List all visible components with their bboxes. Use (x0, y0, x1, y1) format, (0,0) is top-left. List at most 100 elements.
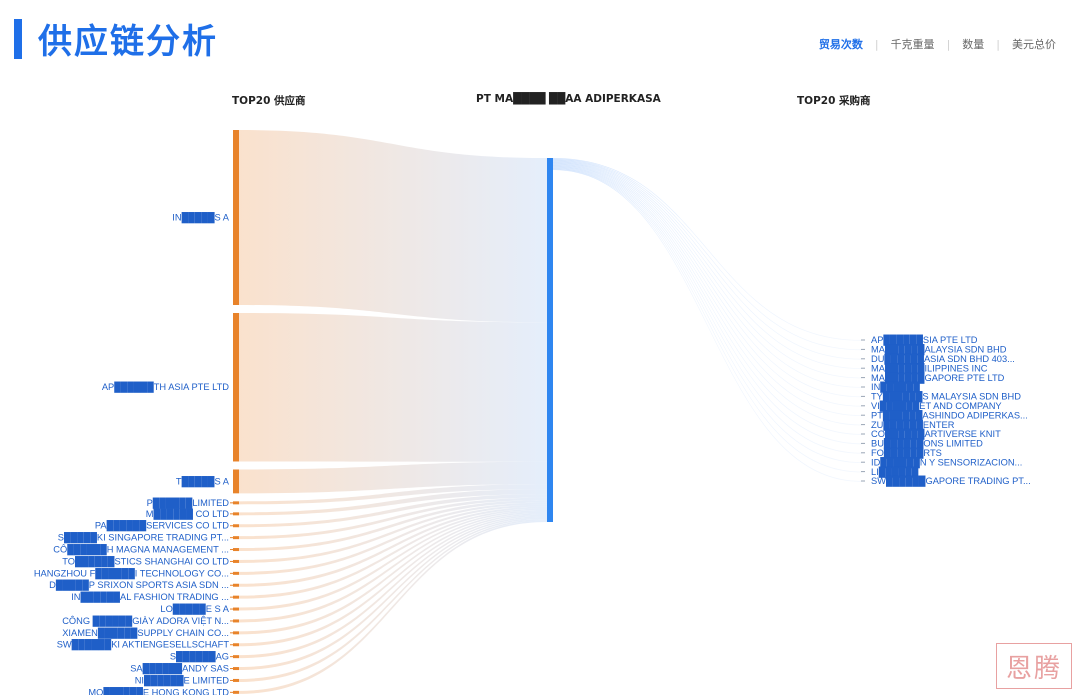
supplier-node[interactable] (233, 501, 239, 505)
buyer-flow-link (553, 160, 862, 369)
supplier-node[interactable] (233, 512, 239, 516)
tab-trade-count[interactable]: 贸易次数 (818, 38, 863, 51)
buyer-label: BU██████ONS LIMITED (871, 438, 983, 450)
supplier-label: MO██████E HONG KONG LTD (88, 686, 229, 695)
supplier-label: SA██████ANDY SAS (130, 663, 229, 675)
supplier-flow-link (239, 511, 547, 623)
buyers-column-header: TOP20 采购商 (797, 95, 871, 107)
supplier-label: S██████AG (170, 651, 229, 663)
buyer-label: DU██████ASIA SDN BHD 403... (871, 353, 1015, 365)
buyer-label: MA██████ILIPPINES INC (871, 362, 988, 374)
supplier-label: AP██████TH ASIA PTE LTD (102, 381, 229, 393)
tab-divider: | (996, 37, 1000, 51)
supplier-node[interactable] (233, 313, 239, 462)
buyer-label: FO██████RTS (871, 447, 942, 459)
metric-tabs: 贸易次数 | 千克重量 | 数量 | 美元总价 (817, 36, 1058, 52)
supplier-flow-link (239, 516, 547, 659)
supplier-label: CÔ██████H MAGNA MANAGEMENT ... (53, 544, 229, 556)
supplier-label: D█████P SRIXON SPORTS ASIA SDN ... (49, 579, 229, 591)
suppliers-column-header: TOP20 供应商 (232, 95, 306, 107)
supplier-label: NI██████E LIMITED (135, 674, 230, 686)
supplier-node[interactable] (233, 655, 239, 659)
buyer-label: AP██████SIA PTE LTD (871, 334, 978, 346)
supplier-flow-link (239, 519, 547, 682)
supplier-node[interactable] (233, 678, 239, 682)
supplier-flow-link (239, 506, 547, 587)
supplier-flow-link (239, 502, 547, 563)
buyer-label: TY██████S MALAYSIA SDN BHD (871, 391, 1021, 403)
buyer-label: MA██████GAPORE PTE LTD (871, 372, 1005, 384)
buyer-label: SW██████GAPORE TRADING PT... (871, 475, 1031, 487)
tab-total-usd[interactable]: 美元总价 (1012, 38, 1056, 51)
buyer-flow-link (553, 161, 862, 379)
supplier-node[interactable] (233, 631, 239, 635)
supplier-node[interactable] (233, 524, 239, 528)
supplier-node[interactable] (233, 571, 239, 575)
center-column-header: PT MA████ ██AA ADIPERKASA (476, 93, 661, 105)
supplier-label: IN██████AL FASHION TRADING ... (71, 591, 229, 603)
supplier-flow-link (239, 313, 547, 462)
tab-divider: | (874, 37, 879, 51)
watermark-stamp: 恩腾 (996, 643, 1072, 689)
supplier-node[interactable] (233, 667, 239, 671)
tab-weight-kg[interactable]: 千克重量 (890, 38, 935, 51)
buyer-flow-link (553, 164, 862, 426)
supplier-label: PA██████SERVICES CO LTD (95, 520, 229, 532)
buyer-label: MA██████ALAYSIA SDN BHD (871, 344, 1007, 356)
supplier-flow-link (239, 489, 547, 516)
tab-divider: | (946, 37, 951, 51)
buyer-label: VI██████ET AND COMPANY (871, 400, 1002, 412)
supplier-label: IN█████S A (172, 212, 230, 224)
supplier-flow-link (239, 510, 547, 611)
supplier-flow-link (239, 500, 547, 552)
supplier-flow-link (239, 504, 547, 575)
buyer-flow-link (553, 163, 862, 407)
supplier-node[interactable] (233, 619, 239, 623)
supplier-label: SW██████KI AKTIENGESELLSCHAFT (57, 639, 230, 651)
buyer-flow-link (553, 167, 862, 454)
supplier-label: S█████KI SINGAPORE TRADING PT... (58, 532, 229, 544)
buyer-label: ID██████N Y SENSORIZACION... (871, 456, 1022, 468)
buyer-flow-link (553, 166, 862, 445)
buyer-flow-link (553, 159, 862, 360)
supplier-label: LO█████E S A (160, 603, 229, 615)
supplier-label: T█████S A (176, 475, 230, 487)
supplier-node[interactable] (233, 548, 239, 552)
supplier-flow-link (239, 517, 547, 671)
supplier-node[interactable] (233, 690, 239, 694)
supplier-label: CÔNG ██████GIÀY ADORA VIỆT N... (62, 615, 229, 627)
supplier-node[interactable] (233, 607, 239, 611)
supplier-flow-link (239, 520, 547, 694)
page-header: 供应链分析 (14, 14, 218, 63)
buyer-label: CO██████ARTIVERSE KNIT (871, 428, 1001, 440)
supplier-node[interactable] (233, 130, 239, 305)
supplier-node[interactable] (233, 536, 239, 540)
buyer-flow-link (553, 168, 862, 473)
supplier-node[interactable] (233, 583, 239, 587)
supplier-node[interactable] (233, 469, 239, 494)
supplier-label: P██████LIMITED (147, 497, 230, 509)
supplier-node[interactable] (233, 643, 239, 647)
supplier-label: HANGZHOU F██████I TECHNOLOGY CO... (34, 567, 229, 579)
supplier-node[interactable] (233, 559, 239, 563)
buyer-flow-link (553, 162, 862, 398)
title-accent-bar (14, 18, 22, 59)
buyer-label: ZU██████ENTER (871, 419, 955, 431)
supplier-label: XIAMEN██████SUPPLY CHAIN CO... (62, 627, 229, 639)
supplier-flow-link (239, 514, 547, 647)
tab-quantity[interactable]: 数量 (962, 38, 985, 51)
buyer-flow-link (553, 158, 862, 341)
supplier-flow-link (239, 494, 547, 528)
supplier-flow-link (239, 513, 547, 635)
page-title: 供应链分析 (38, 22, 218, 62)
supplier-node[interactable] (233, 595, 239, 599)
supplier-flow-link (239, 508, 547, 599)
supplier-label: TO██████STICS SHANGHAI CO LTD (62, 555, 229, 567)
buyer-flow-link (553, 165, 862, 435)
supplier-label: M██████ CO LTD (146, 508, 230, 520)
buyer-label: PT██████ASHINDO ADIPERKAS... (871, 409, 1028, 421)
center-node[interactable] (547, 158, 553, 522)
buyer-flow-link (553, 169, 862, 482)
buyer-flow-link (553, 167, 862, 463)
